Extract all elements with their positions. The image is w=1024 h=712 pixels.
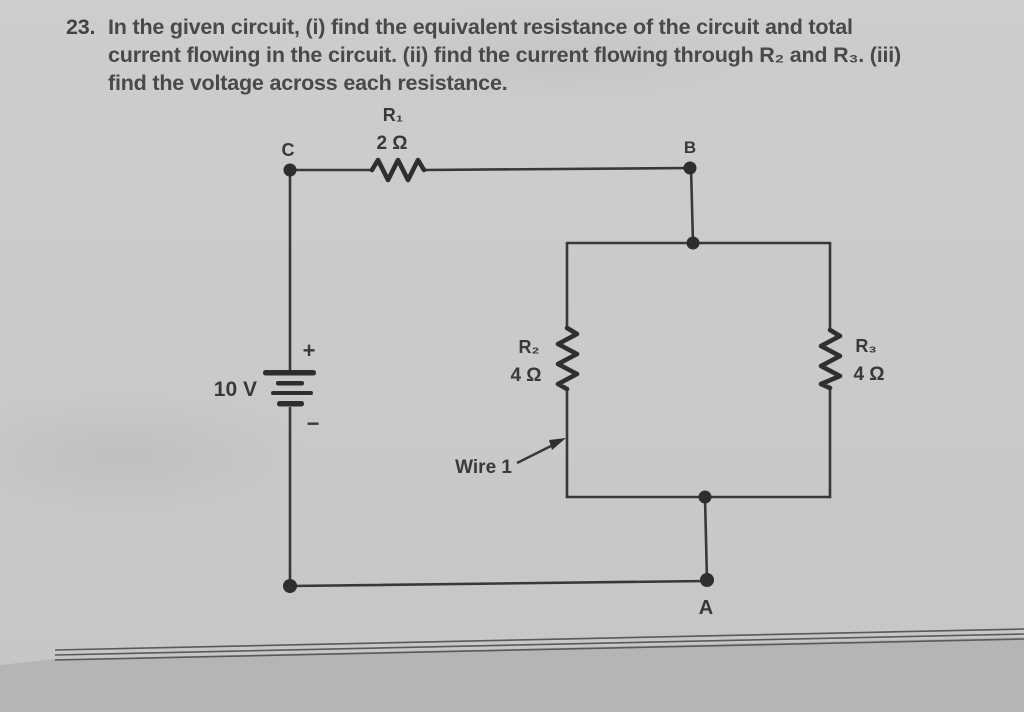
battery-voltage-label: 10 V (214, 378, 257, 401)
resistor-symbols (369, 157, 843, 392)
node-dot-box-top (686, 236, 700, 250)
wire1-arrow (516, 438, 566, 465)
resistor-r3-value: 4 Ω (853, 364, 884, 385)
node-dot-box-bottom (698, 490, 712, 504)
wire-box-to-a (703, 495, 709, 583)
battery-plate-long-1 (263, 370, 316, 376)
resistor-r1-name: R₁ (383, 105, 403, 125)
battery-plus-sign: + (303, 338, 316, 363)
battery-symbol (263, 370, 316, 407)
resistor-r2-name: R₂ (519, 337, 540, 357)
node-label-a: A (699, 597, 713, 619)
resistor-r2-value: 4 Ω (510, 365, 541, 386)
resistor-r3-symbol (818, 327, 843, 391)
question-line-1: 23. In the given circuit, (i) find the e… (66, 13, 976, 41)
circuit-labels: C B A R₁ 2 Ω R₂ 4 Ω R₃ 4 Ω 10 V + − Wire… (214, 105, 885, 619)
battery-minus-sign: − (307, 411, 320, 436)
rule-line-1 (54, 628, 1024, 651)
wire1-label: Wire 1 (455, 457, 512, 478)
rule-line-2 (54, 633, 1024, 656)
resistor-r2-symbol (555, 325, 580, 392)
question-text-line-1: In the given circuit, (i) find the equiv… (108, 15, 853, 39)
battery-plate-short-2 (277, 401, 304, 407)
circuit-wires (288, 166, 832, 588)
question-block: 23. In the given circuit, (i) find the e… (66, 13, 976, 97)
resistor-r3-name: R₃ (855, 336, 876, 356)
node-dot-bottom-left (283, 579, 297, 593)
battery-plate-long-2 (271, 391, 313, 395)
question-text-line-2: current flowing in the circuit. (ii) fin… (108, 43, 901, 67)
node-dot-b (683, 161, 697, 175)
wire-bottom-rail (288, 579, 709, 588)
node-dot-a (700, 573, 714, 587)
junction-dots (283, 161, 714, 593)
wire-top-right (422, 166, 692, 172)
resistor-r1-symbol (369, 157, 427, 183)
rule-line-3 (54, 638, 1024, 661)
battery-plate-short-1 (276, 381, 304, 386)
wire1-arrowhead-icon (549, 438, 566, 450)
question-number: 23. (66, 15, 96, 39)
wire-b-to-box (689, 166, 695, 245)
resistor-r1-value: 2 Ω (376, 133, 407, 154)
wire1-arrow-shaft (516, 441, 558, 465)
question-text-line-3: find the voltage across each resistance. (108, 71, 508, 95)
node-label-c: C (282, 140, 295, 160)
node-label-b: B (684, 138, 696, 157)
page-bottom-rule (0, 628, 1024, 712)
node-dot-c (283, 163, 297, 177)
